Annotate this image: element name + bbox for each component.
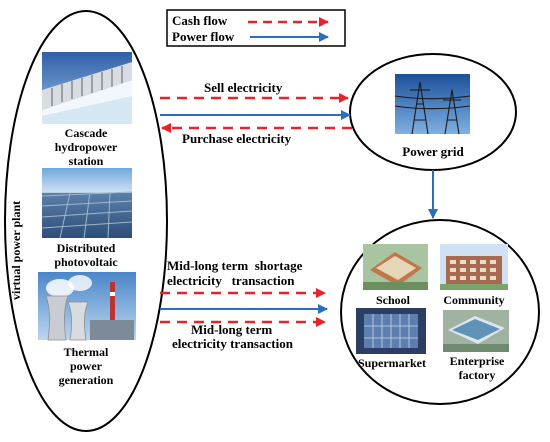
hydropower-label-line2: hydropower	[55, 140, 118, 154]
hydropower-label-line3: station	[69, 154, 104, 168]
shortage-label-line2: electricity transaction	[167, 273, 295, 288]
enterprise-image	[443, 310, 509, 352]
legend-box	[166, 9, 346, 47]
midlong-label-line2: electricity transaction	[172, 336, 294, 351]
thermal-plant-image	[38, 272, 136, 341]
legend-cash-flow-label: Cash flow	[172, 13, 228, 28]
community-label: Community	[443, 293, 504, 307]
virtual-power-plant: virtual power plant Cascade hydropower s…	[4, 10, 168, 432]
enterprise-label-line1: Enterprise	[450, 354, 505, 368]
sell-electricity-label: Sell electricity	[204, 80, 283, 95]
supermarket-image	[356, 308, 426, 354]
hydropower-image	[42, 52, 132, 124]
thermal-label-line2: power	[70, 359, 103, 373]
power-grid-node: Power grid	[349, 53, 517, 171]
school-image	[363, 244, 428, 290]
legend-power-flow-label: Power flow	[172, 29, 235, 44]
vpp-title: virtual power plant	[9, 201, 23, 300]
supermarket-label: Supermarket	[358, 356, 426, 370]
photovoltaic-image	[41, 168, 133, 239]
photovoltaic-label-line2: photovoltaic	[54, 255, 118, 269]
enterprise-label-line2: factory	[459, 368, 496, 382]
power-grid-image	[394, 74, 471, 135]
purchase-electricity-label: Purchase electricity	[182, 131, 292, 146]
power-grid-label: Power grid	[402, 144, 464, 159]
vpp-ellipse	[4, 10, 168, 432]
edges: Sell electricity Purchase electricity Mi…	[160, 80, 438, 351]
midlong-label-line1: Mid-long term	[191, 322, 272, 337]
photovoltaic-label-line1: Distributed	[57, 241, 116, 255]
thermal-label-line3: generation	[59, 373, 114, 387]
hydropower-label-line1: Cascade	[65, 126, 108, 140]
consumers-ellipse	[340, 219, 540, 405]
consumers-node: School Community Supermarket	[340, 219, 540, 405]
legend: Cash flow Power flow	[166, 9, 346, 47]
community-image	[440, 244, 508, 290]
shortage-label-line1: Mid-long term shortage	[167, 258, 303, 273]
thermal-label-line1: Thermal	[64, 345, 109, 359]
school-label: School	[376, 293, 411, 307]
